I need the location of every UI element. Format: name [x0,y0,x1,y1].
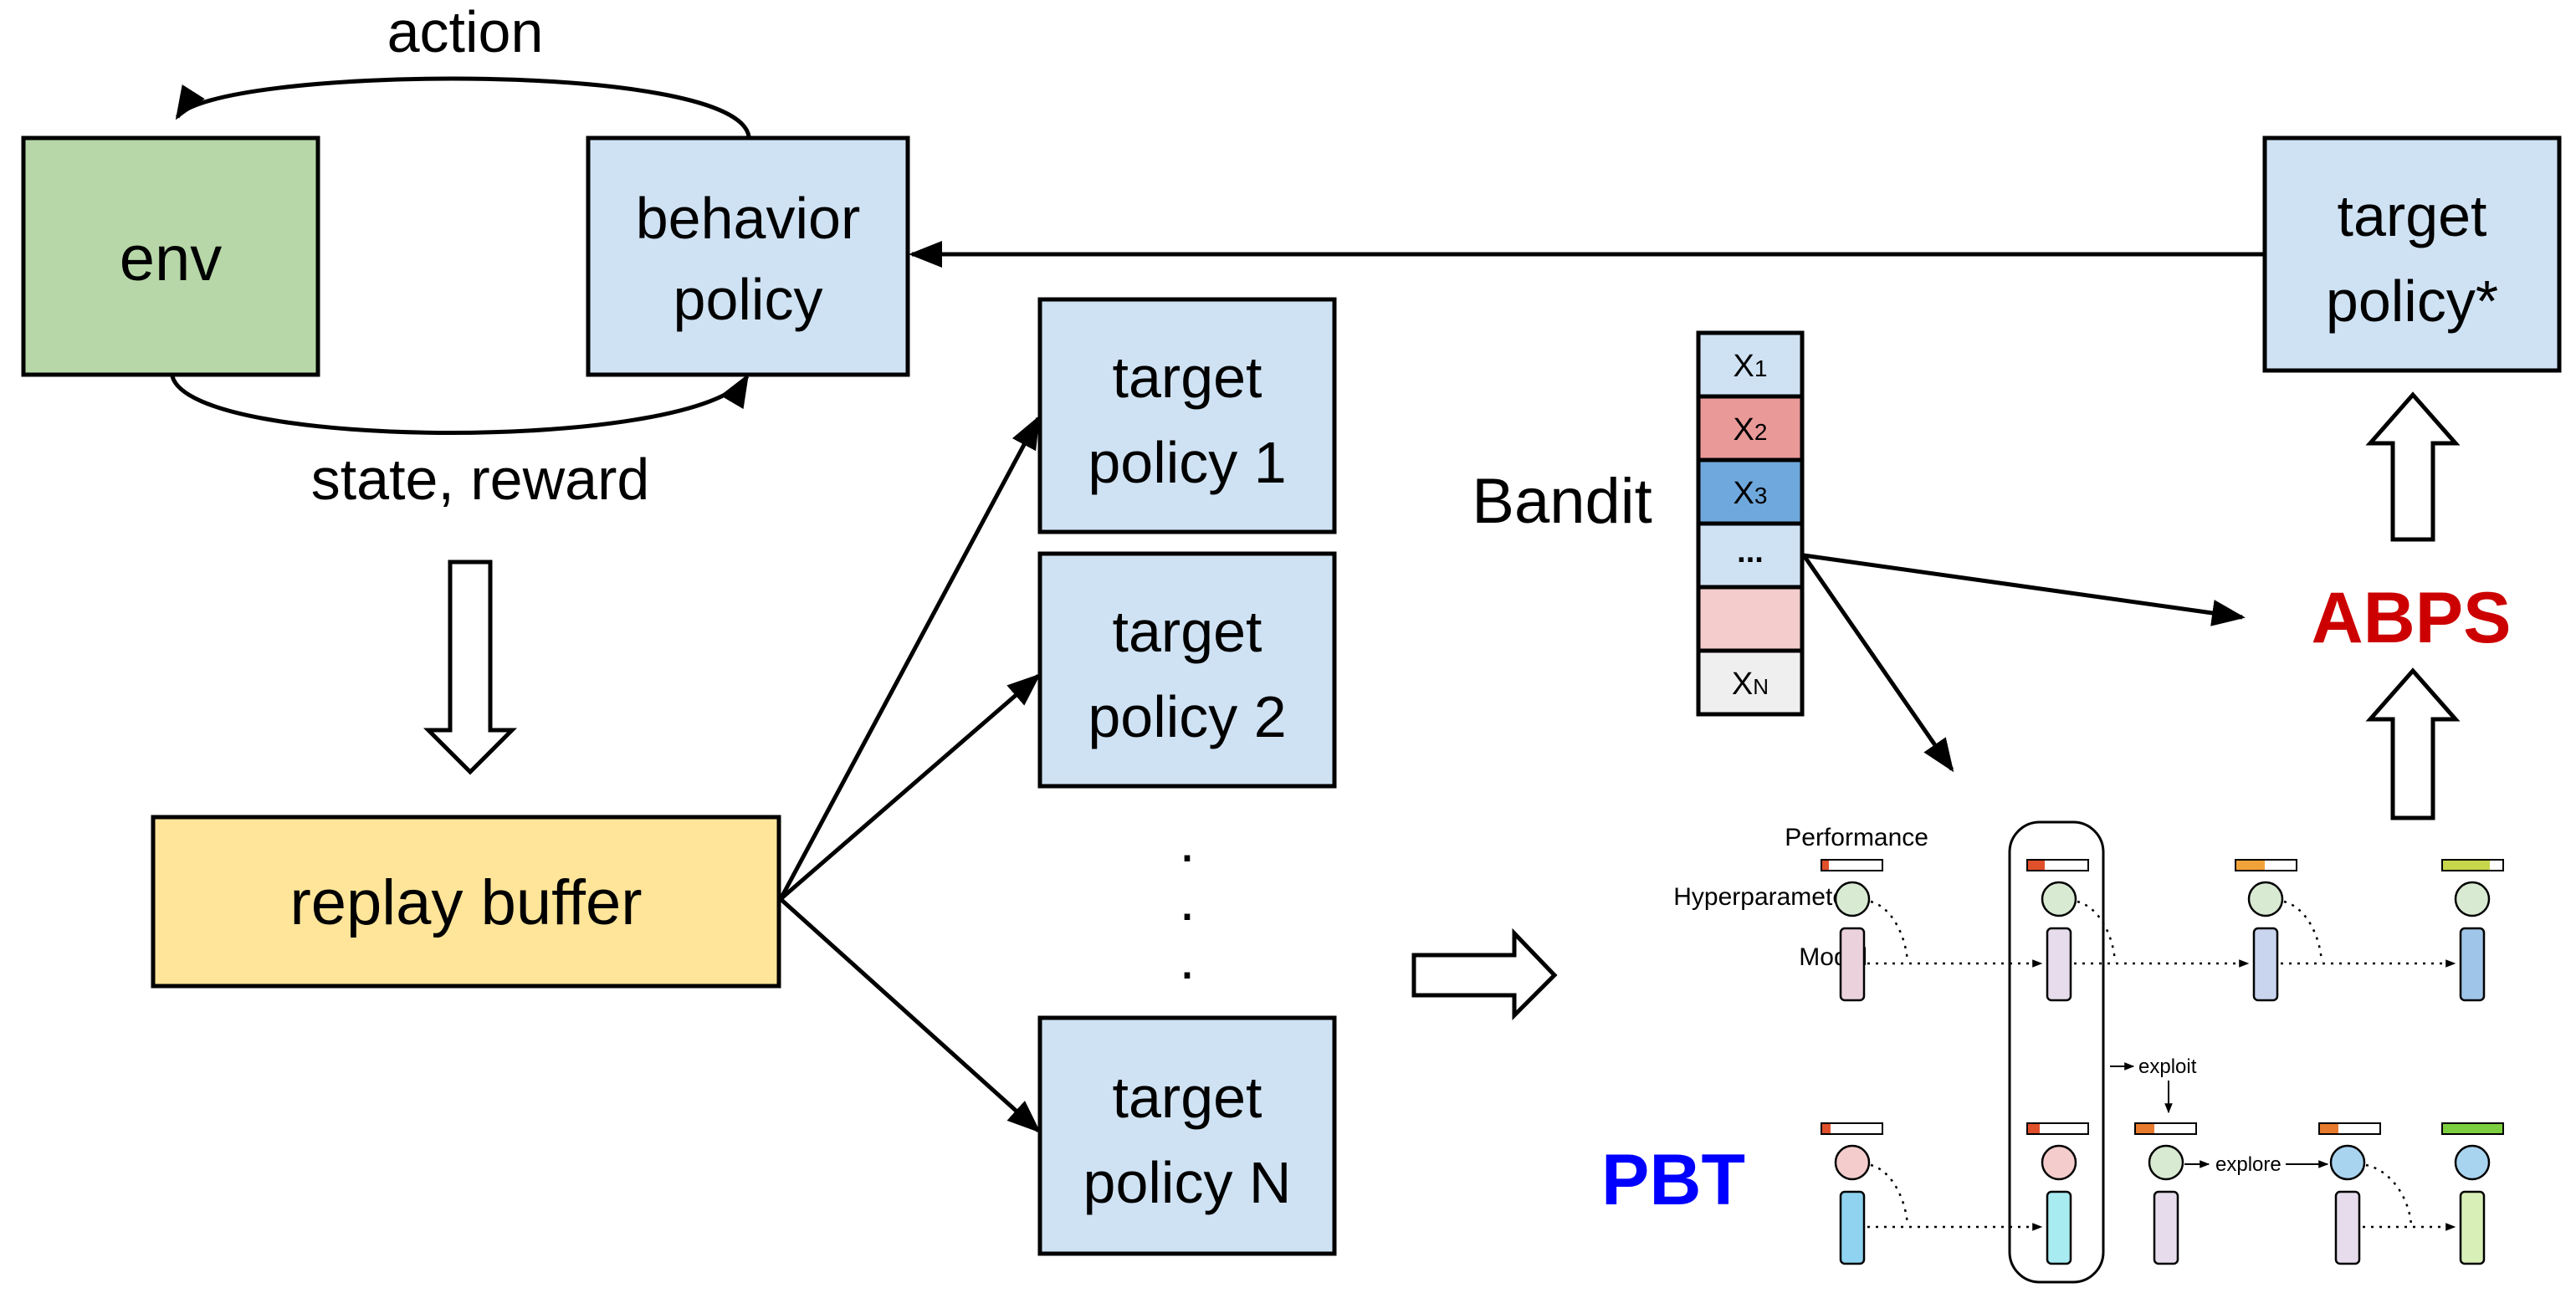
bandit-cell-xn-text: XN [1732,667,1769,702]
right-hollow-arrow [1411,928,1558,1021]
target-policy-ellipsis-3: . [1179,926,1195,991]
bandit-cell-x1-text: X1 [1734,349,1768,384]
pbt-label: PBT [1601,1140,1745,1220]
bandit-cell-pink [1696,585,1805,653]
down-hollow-arrow [423,560,518,775]
up-hollow-arrow-bottom [2365,667,2461,820]
target-policy-n-line1: target [1113,1065,1262,1130]
pbt-panel: Performance Hyperparameters Model [1673,820,2504,1284]
action-arrow [175,76,751,137]
bandit-cell-x2-text: X2 [1734,412,1768,447]
pbt-explore-label: explore [2215,1153,2282,1176]
target-policy-2-line1: target [1113,599,1262,664]
target-policy-ellipsis-2: . [1179,867,1195,933]
pbt-bottom-col3 [2134,1122,2197,1265]
abps-label: ABPS [2312,578,2512,658]
pbt-highlight-frame [2008,820,2105,1284]
arrow-to-target-n [779,897,1041,1133]
target-policy-1-line1: target [1113,345,1262,410]
target-policy-1-line2: policy 1 [1088,430,1286,495]
arrow-bandit-to-abps [1803,553,2246,626]
behavior-policy-label-line1: behavior [636,186,861,251]
behavior-policy-label-line2: policy [673,267,823,332]
arrow-to-target-1 [778,415,1041,901]
state-reward-label: state, reward [311,447,650,512]
pbt-bottom-col4 [2318,1122,2381,1265]
target-policy-2-line2: policy 2 [1088,684,1286,749]
pbt-bottom-col5 [2441,1122,2504,1265]
pbt-bottom-col2 [2026,1122,2089,1265]
env-box [21,135,320,377]
target-policy-ellipsis-1: . [1179,809,1195,874]
pbt-top-col1 [1821,859,1883,1002]
bandit-cell-xn [1696,648,1805,717]
target-policy-star-box [2262,135,2562,373]
bandit-column: X1 X2 X3 ... XN [1696,330,1805,717]
bandit-cell-dots-text: ... [1737,534,1764,570]
bandit-cell-dots [1696,521,1805,590]
pbt-exploit-label: exploit [2138,1055,2197,1078]
pbt-bottom-col1 [1821,1122,1883,1265]
state-reward-arrow [170,373,750,435]
target-policy-n-box [1037,1015,1337,1256]
pbt-top-col3 [2235,859,2297,1002]
env-label: env [120,223,223,294]
target-policy-star-line1: target [2338,183,2487,248]
behavior-policy-box [586,135,910,377]
bandit-label: Bandit [1472,466,1652,537]
arrow-bandit-to-pbt [1801,554,1954,773]
arrow-to-target-2 [779,673,1042,901]
replay-buffer-box [151,815,781,989]
bandit-cell-x3-text: X3 [1734,476,1768,511]
replay-buffer-label: replay buffer [289,867,642,938]
pbt-top-col4 [2441,859,2504,1002]
target-policy-1-box [1037,297,1337,534]
target-policy-star-line2: policy* [2326,268,2498,334]
bandit-cell-x3 [1696,457,1805,526]
pbt-performance-label: Performance [1785,824,1928,851]
target-policy-2-box [1037,551,1337,789]
action-label: action [387,0,544,64]
target-policy-n-line2: policy N [1083,1150,1292,1215]
up-hollow-arrow-top [2365,391,2461,542]
pbt-top-col2 [2026,859,2089,1002]
